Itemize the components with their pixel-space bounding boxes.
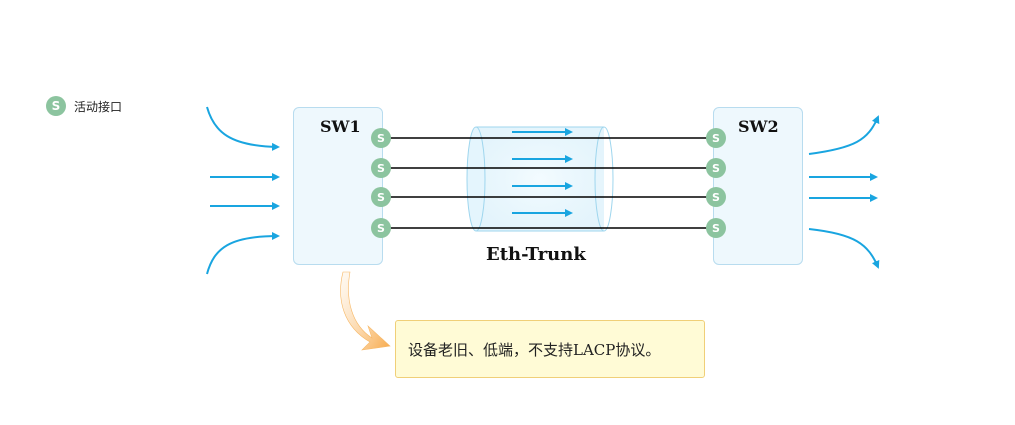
eth-trunk-bundle-icon [466,126,614,232]
sw2-ports: S S S S [706,128,726,238]
svg-text:S: S [377,162,385,175]
active-port-icon: S [706,158,726,178]
switch-sw2-box [713,107,803,265]
svg-text:S: S [377,222,385,235]
svg-text:S: S [712,191,720,204]
active-port-legend-icon: S [46,96,66,116]
ingress-traffic-arrows [206,106,280,275]
active-port-icon: S [706,218,726,238]
sw1-ports: S S S S [371,128,391,238]
svg-text:S: S [377,132,385,145]
svg-text:S: S [377,191,385,204]
active-port-icon: S [371,128,391,148]
switch-sw2-label: SW2 [738,117,779,136]
active-port-icon: S [706,187,726,207]
legend: S 活动接口 [46,96,122,116]
callout-arrow-icon [340,271,391,351]
switch-sw1-box [293,107,383,265]
svg-text:S: S [712,222,720,235]
trunk-flow-arrows [512,128,573,217]
eth-trunk-label: Eth-Trunk [486,244,586,265]
active-port-icon: S [371,218,391,238]
active-port-icon: S [371,158,391,178]
note-text: 设备老旧、低端，不支持LACP协议。 [408,340,661,359]
traffic-arrow-icon [206,232,280,275]
traffic-arrow-icon [206,106,280,151]
traffic-arrow-icon [808,115,880,155]
note-callout: 设备老旧、低端，不支持LACP协议。 [395,320,705,378]
legend-label: 活动接口 [74,99,123,114]
member-links [381,137,716,229]
traffic-arrow-icon [808,228,880,269]
active-port-icon: S [371,187,391,207]
svg-text:S: S [712,162,720,175]
svg-text:S: S [712,132,720,145]
active-port-icon: S [706,128,726,148]
switch-sw1-label: SW1 [320,117,361,136]
egress-traffic-arrows [808,115,880,269]
